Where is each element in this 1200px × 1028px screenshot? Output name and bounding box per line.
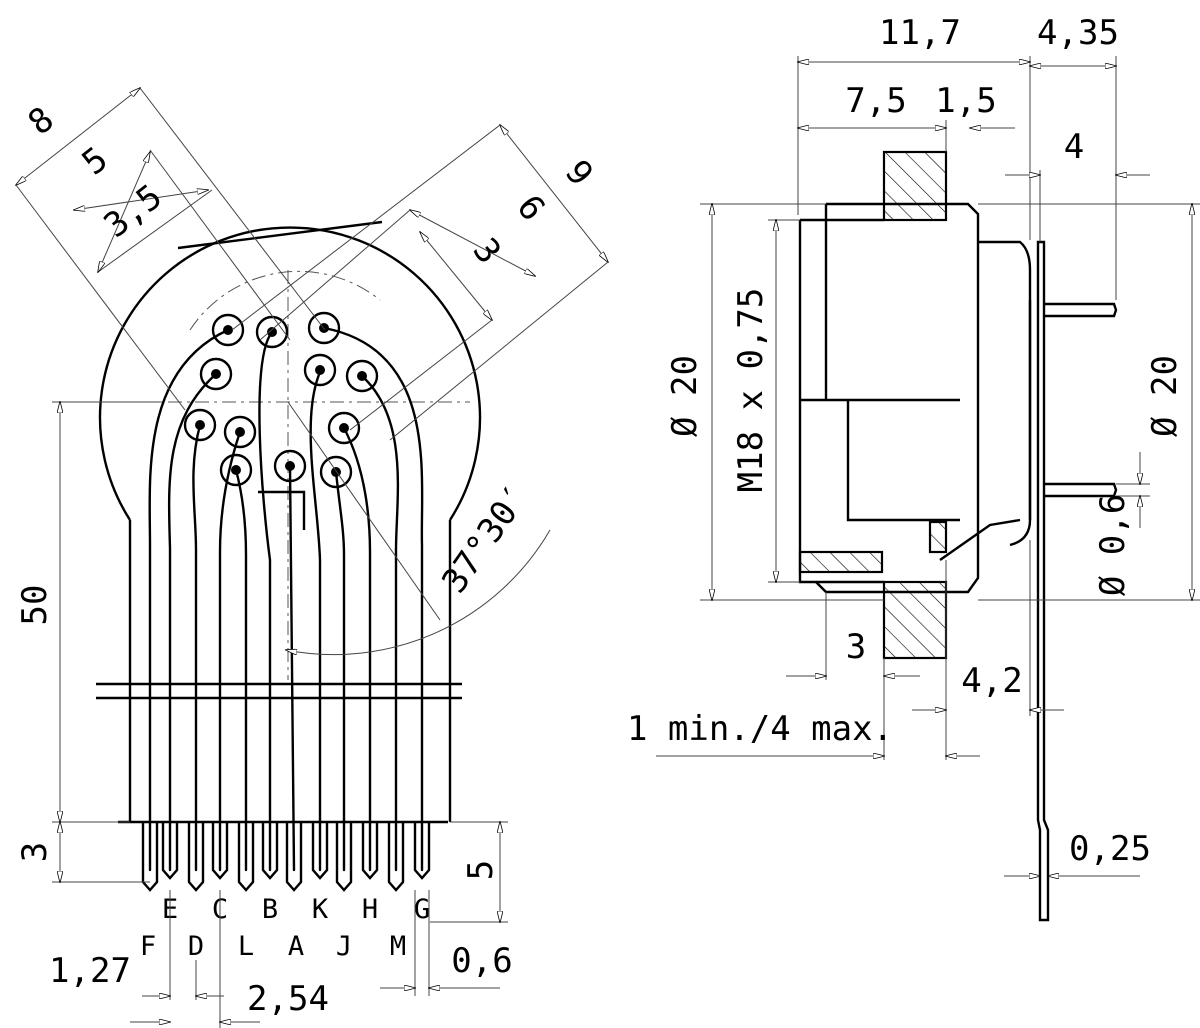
nut-section [798,550,884,574]
insert-step [846,400,960,522]
coding-key [258,490,306,530]
pin-label-a: A [288,931,304,962]
contact [223,415,257,449]
dim-5-right-group: 5 [430,822,508,922]
pitch-dims-left: 8 5 3,5 [16,88,326,411]
seal-section [928,520,948,554]
contact [345,359,379,393]
dim-7-5: 7,5 [845,81,906,121]
dim-5-right: 5 [461,860,501,880]
pin-label-m: M [390,931,406,962]
retaining-clip [939,518,1021,561]
pin-label-h: H [362,894,378,925]
contact [219,453,253,487]
rear-body [978,240,1032,547]
dim-3-left: 3 [15,842,55,862]
dim-50-group: 50 [15,402,160,822]
contact [183,408,217,442]
dim-11-7: 11,7 [879,13,961,53]
pin-label-b: B [262,894,278,925]
dim-6: 6 [509,188,553,229]
panel-upper-section [882,150,948,222]
dim-4: 4 [1064,127,1084,167]
dim-dia-0-6: Ø 0,6 [1093,494,1133,596]
dim-thread: M18 x 0,75 [731,288,771,493]
dim-1-27: 1,27 [49,951,131,991]
dim-0-6: 0,6 [451,941,512,981]
pin-label-j: J [336,931,352,962]
pitch-dims-bottom: 1,27 2,54 [49,890,329,1028]
contact [273,449,307,483]
pin-label-g: G [414,894,430,925]
contact [255,315,289,349]
side-view: 11,7 4,35 7,5 1,5 4 Ø 20 M18 x 0,75 Ø 20 [627,13,1200,922]
dim-panel-thickness: 1 min./4 max. [627,709,893,749]
pin-label-k: K [312,894,329,925]
dim-1-5: 1,5 [935,81,996,121]
flange-outline [815,202,980,594]
dim-dia-20-right: Ø 20 [1145,355,1185,437]
contact [327,411,361,445]
pin-label-d: D [188,931,204,962]
dim-0-25: 0,25 [1069,829,1151,869]
dim-2-54: 2,54 [247,979,329,1019]
pitch-circle [189,270,381,331]
pin-labels-bottom: F D L A J M [140,931,406,962]
contact [199,357,233,391]
dim-3-side: 3 [846,627,866,667]
dim-9: 9 [557,153,601,194]
front-view: E C B K H G F D L A J M 8 5 3,5 [15,88,608,1028]
contact [211,313,245,347]
dim-3: 3 [465,231,509,272]
dim-4-2: 4,2 [961,661,1022,701]
pin-label-f: F [140,931,156,962]
housing-top-chord [177,220,383,250]
housing-outline [98,226,482,521]
contact-holes [183,311,379,489]
pin-label-l: L [238,931,254,962]
dim-5: 5 [75,139,116,183]
contact [303,353,337,387]
dim-50: 50 [15,585,55,626]
dim-3-5: 3,5 [97,177,170,246]
pcb-board [1036,240,1050,922]
pcb-traces [148,326,424,872]
pin-upper [1044,302,1118,318]
pin-lower [1044,482,1118,498]
pin-tips [141,822,431,892]
dim-3-left-group: 3 [15,822,150,882]
pin-labels-top: E C B K H G [162,894,430,925]
dim-0-6-group: 0,6 [380,890,513,996]
panel-lower-section [882,580,948,660]
dim-4-35: 4,35 [1037,13,1119,53]
dim-8: 8 [21,99,62,143]
dim-dia-20-left: Ø 20 [665,355,705,437]
